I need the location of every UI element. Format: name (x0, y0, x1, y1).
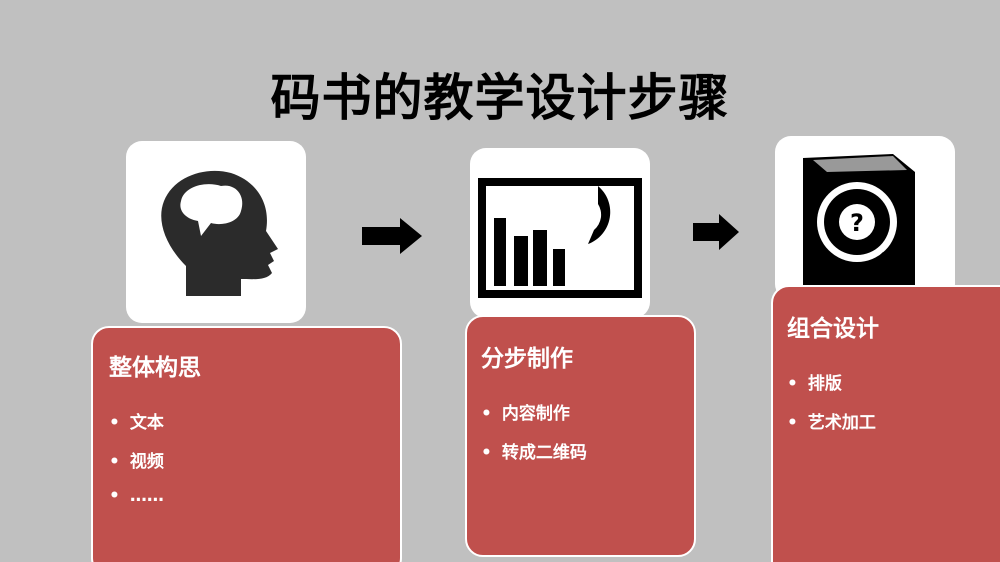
step-heading: 组合设计 (787, 316, 879, 342)
head-brain-icon (126, 141, 306, 323)
book-magnifier-question-icon: ? (775, 136, 955, 300)
step-card-stepwise-production: 分步制作 内容制作 转成二维码 (465, 315, 696, 557)
step-card-combined-design: 组合设计 排版 艺术加工 (771, 285, 1000, 562)
arrow-right-icon (362, 218, 422, 254)
chart-presentation-icon (470, 148, 650, 318)
step-card-overall-concept: 整体构思 文本 视频 …… (91, 326, 402, 562)
list-item: 转成二维码 (481, 438, 680, 463)
list-item: 排版 (787, 369, 1000, 394)
list-item: 文本 (109, 408, 384, 433)
slide-title: 码书的教学设计步骤 (270, 69, 730, 127)
svg-text:?: ? (850, 209, 864, 237)
list-item: …… (109, 486, 384, 506)
list-item: 艺术加工 (787, 408, 1000, 433)
step-heading: 整体构思 (109, 355, 201, 381)
list-item: 内容制作 (481, 399, 680, 424)
step-heading: 分步制作 (481, 346, 573, 372)
list-item: 视频 (109, 447, 384, 472)
arrow-right-icon (693, 214, 739, 250)
